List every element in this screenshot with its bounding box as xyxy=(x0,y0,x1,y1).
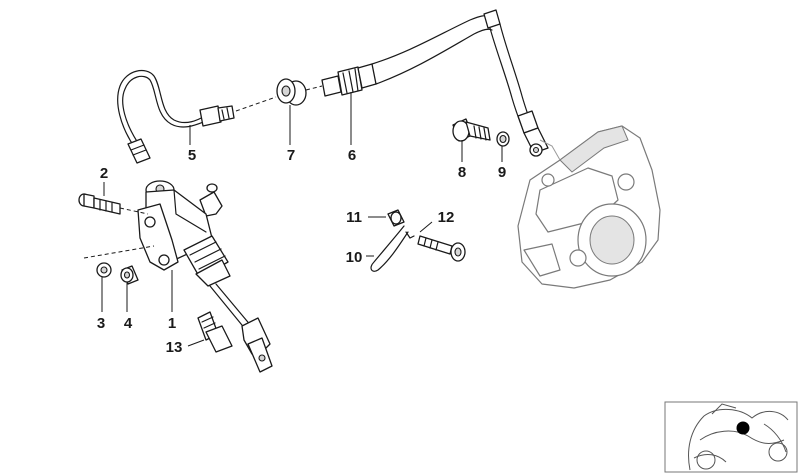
dash-line-bolt xyxy=(119,207,149,215)
callout-9: 9 xyxy=(498,164,506,181)
dash-line-7-6 xyxy=(305,85,323,91)
callout-4: 4 xyxy=(124,315,133,332)
callout-11: 11 xyxy=(346,209,362,226)
location-marker xyxy=(736,421,750,435)
nut xyxy=(120,265,139,285)
washer xyxy=(96,262,112,278)
spring-clip xyxy=(370,225,415,272)
callout-12: 12 xyxy=(438,209,455,226)
seal-ring xyxy=(496,131,510,147)
callout-3: 3 xyxy=(97,315,105,332)
dash-line-cylinder xyxy=(83,245,155,259)
callout-7: 7 xyxy=(287,147,295,164)
banjo-bolt xyxy=(452,118,491,142)
callout-8: 8 xyxy=(458,164,466,181)
clutch-master-cylinder xyxy=(137,180,273,373)
angle-fitting xyxy=(197,311,233,353)
brake-line-rigid xyxy=(117,69,235,164)
grommet xyxy=(276,78,307,106)
leader-lines xyxy=(101,92,503,347)
callout-13: 13 xyxy=(166,339,183,356)
brake-caliper xyxy=(517,125,661,289)
clip-nut xyxy=(387,209,405,227)
callout-6: 6 xyxy=(348,147,356,164)
callout-2: 2 xyxy=(100,165,108,182)
callout-1: 1 xyxy=(168,315,176,332)
callout-5: 5 xyxy=(188,147,196,164)
brake-hose-flexible xyxy=(321,9,549,157)
dash-line-5-7 xyxy=(235,96,277,112)
callout-10: 10 xyxy=(346,249,363,266)
motorcycle-locator-icon xyxy=(688,403,789,471)
screw xyxy=(417,235,466,262)
bolt xyxy=(78,193,121,215)
locator-thumbnail xyxy=(664,401,798,473)
